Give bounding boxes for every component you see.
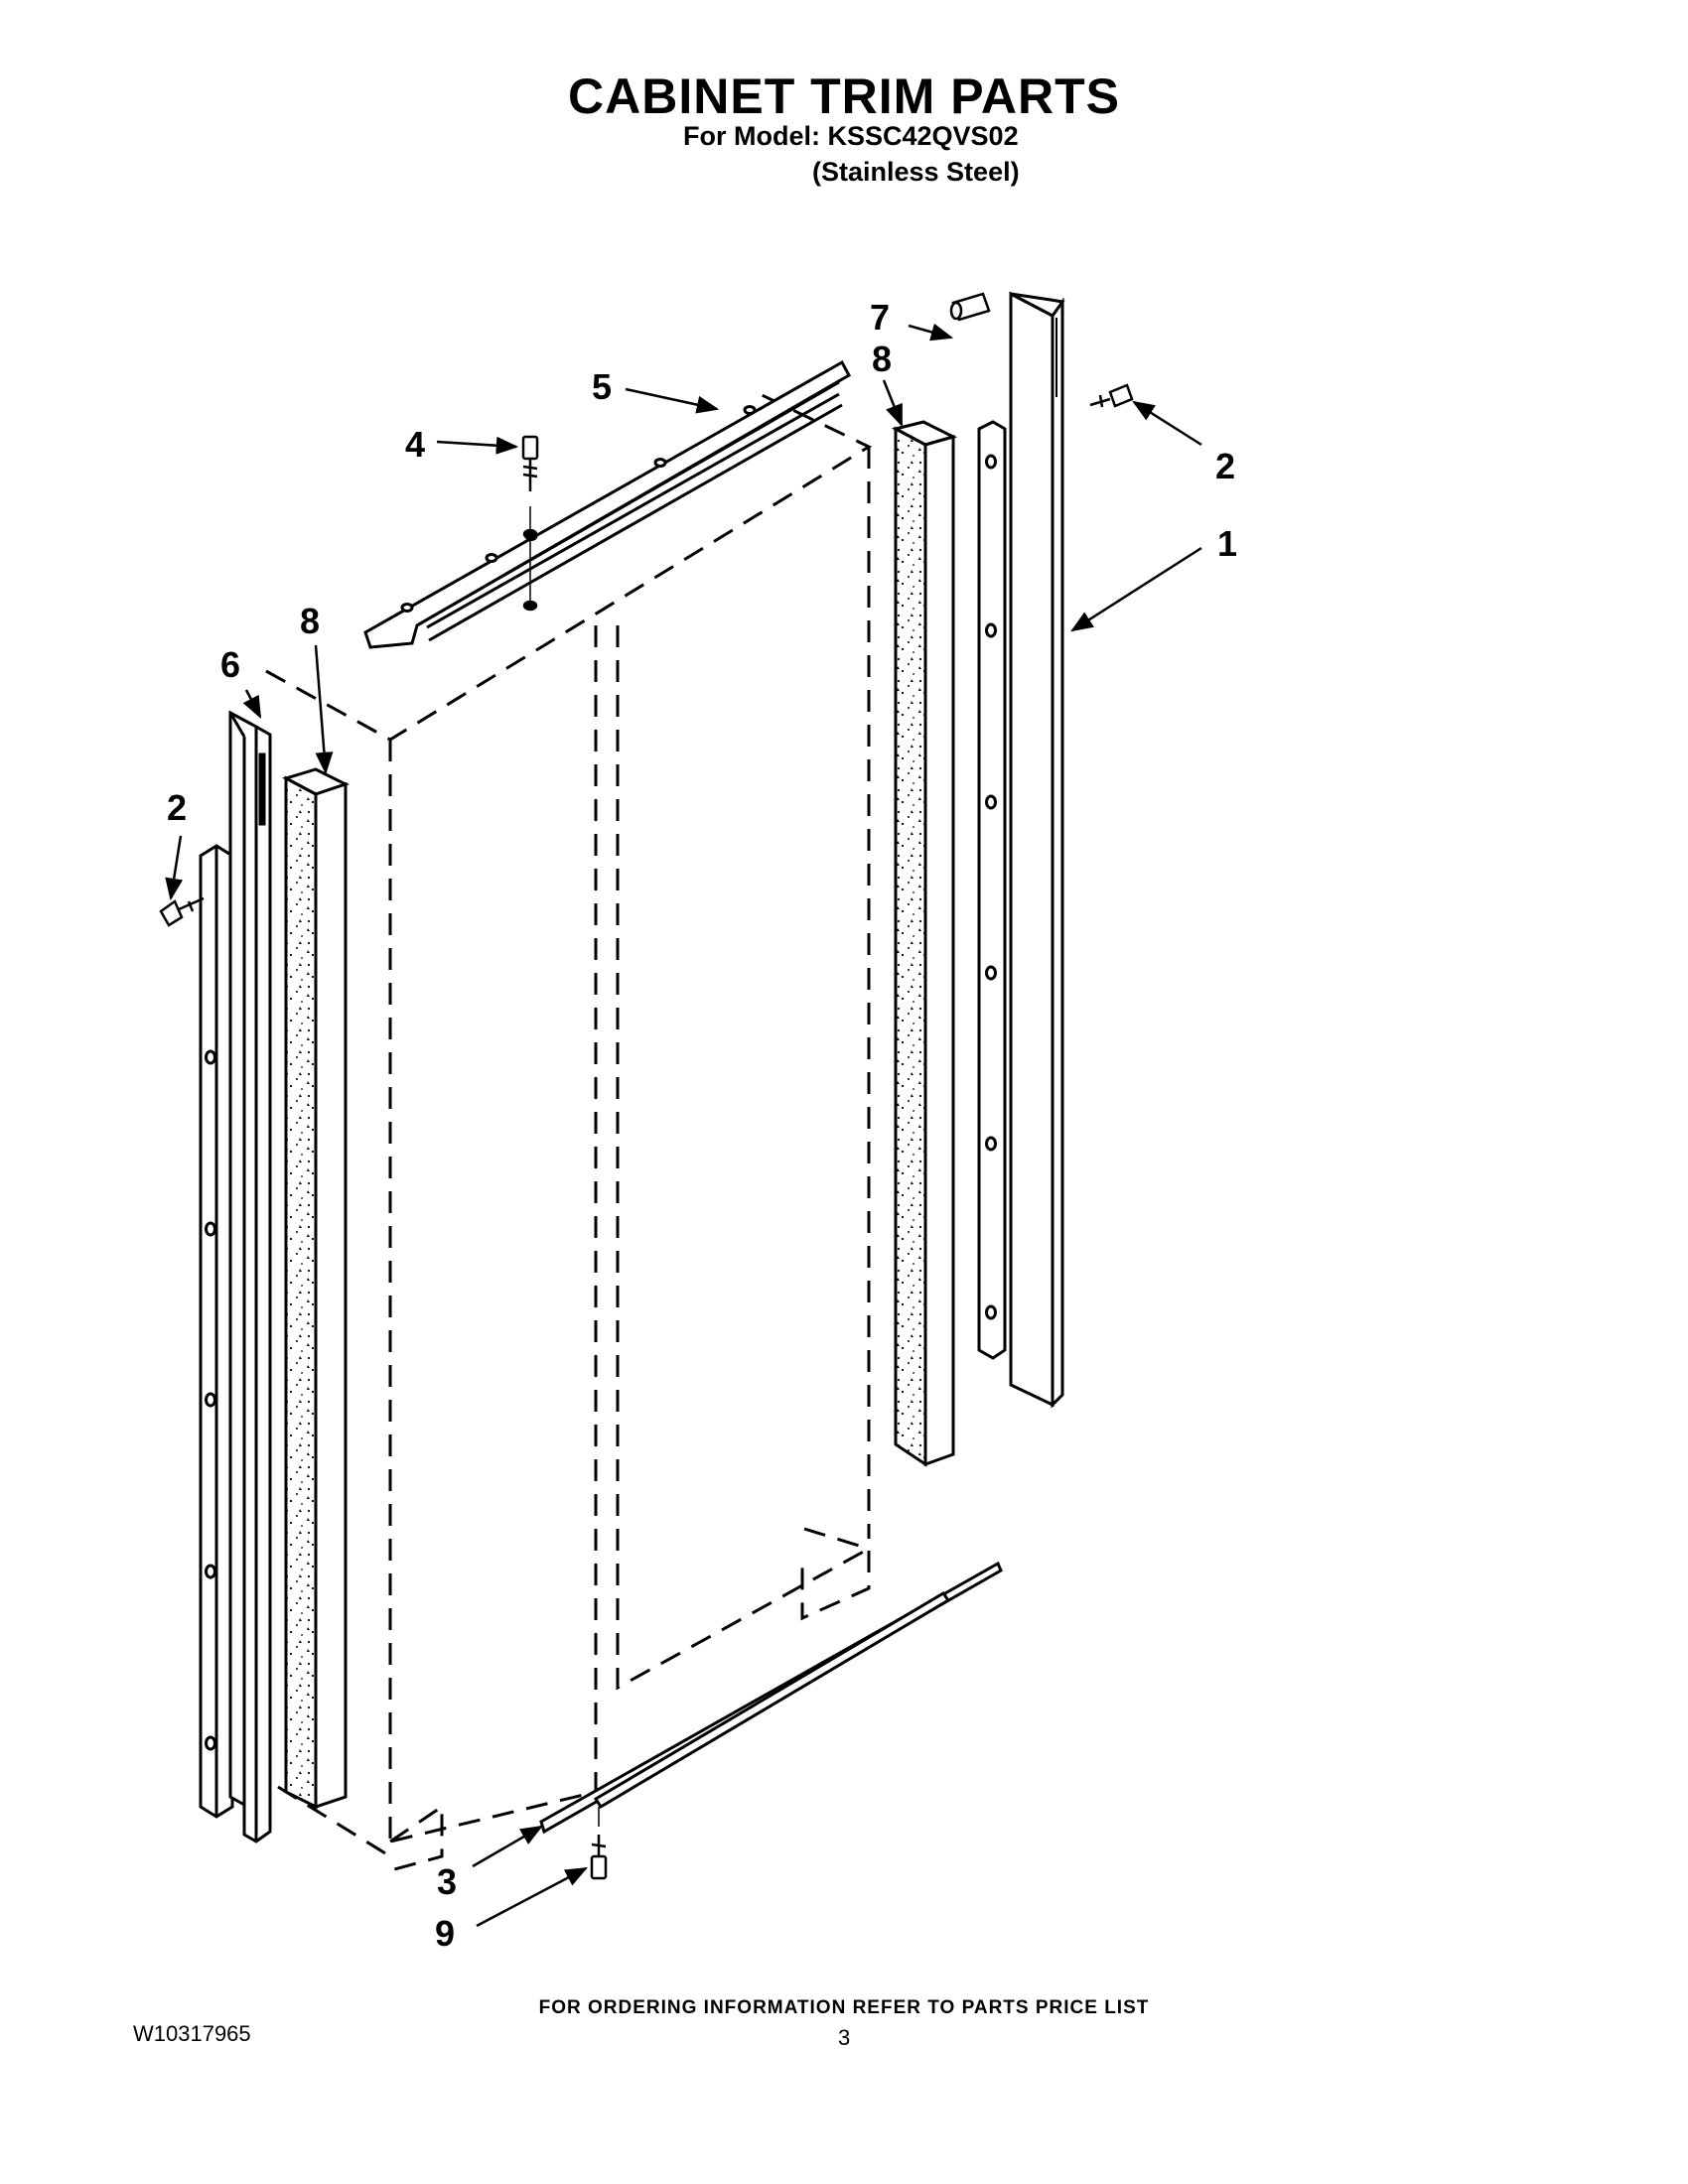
document-id: W10317965 xyxy=(133,2021,251,2046)
callout-8-left: 8 xyxy=(300,601,320,641)
model-line: For Model: KSSC42QVS02 xyxy=(683,121,1019,151)
callout-3: 3 xyxy=(437,1861,457,1902)
screw-icon xyxy=(159,896,205,927)
page-number: 3 xyxy=(838,2025,851,2050)
cabinet-outline xyxy=(265,388,873,1873)
screw-icon xyxy=(590,1807,608,1880)
callout-1: 1 xyxy=(1217,523,1237,564)
ordering-note: FOR ORDERING INFORMATION REFER TO PARTS … xyxy=(538,1997,1150,2018)
pin-icon xyxy=(949,292,991,322)
callout-7: 7 xyxy=(870,297,890,338)
left-foam-strip xyxy=(282,767,350,1810)
variant-line: (Stainless Steel) xyxy=(812,157,1020,187)
screw-icon xyxy=(521,435,539,612)
bottom-trim-part xyxy=(539,1561,1003,1835)
callout-9: 9 xyxy=(435,1913,455,1954)
left-side-trim xyxy=(228,710,272,1843)
right-inner-trim xyxy=(977,420,1007,1360)
left-outer-trim xyxy=(199,844,234,1819)
callout-4: 4 xyxy=(405,424,425,465)
callout-2-left: 2 xyxy=(167,787,187,828)
callout-leaders xyxy=(165,323,1202,1928)
page-title: CABINET TRIM PARTS xyxy=(568,68,1120,124)
callout-numbers: 1 2 2 3 4 5 6 7 8 8 9 xyxy=(167,297,1237,1954)
screw-icon xyxy=(1089,383,1134,408)
right-foam-strip xyxy=(891,420,958,1467)
callout-6: 6 xyxy=(220,644,240,685)
callout-2-right: 2 xyxy=(1215,446,1235,486)
right-side-trim xyxy=(1009,291,1065,1409)
callout-8-right: 8 xyxy=(872,339,892,379)
top-trim-part xyxy=(363,359,852,649)
callout-5: 5 xyxy=(592,366,612,407)
